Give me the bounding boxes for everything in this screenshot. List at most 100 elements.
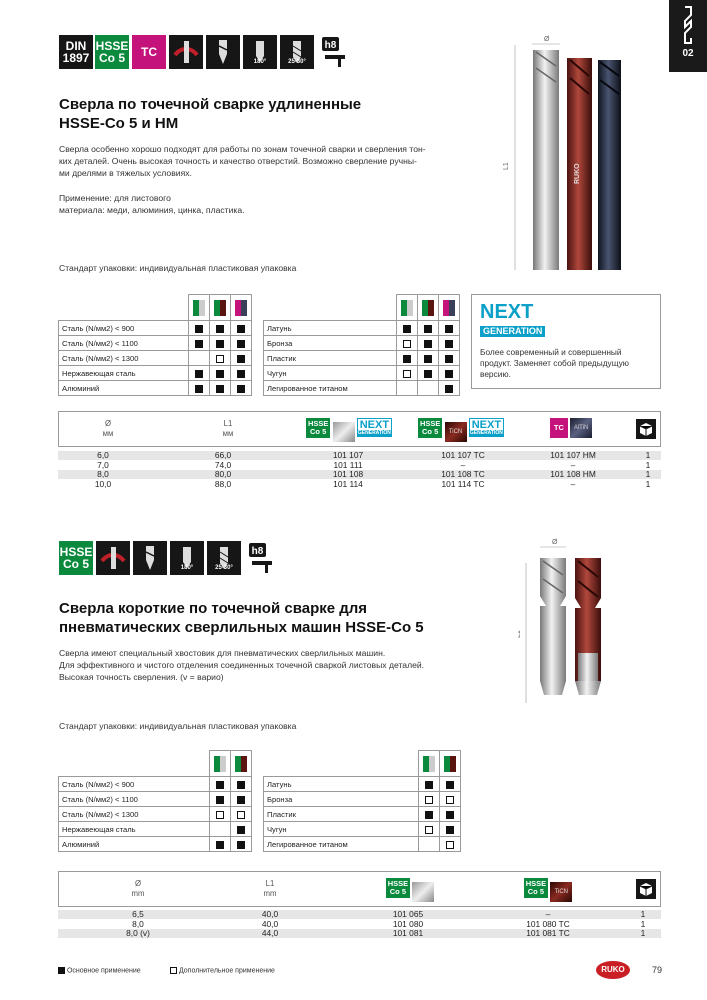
table-cell: 101 065 xyxy=(392,909,424,919)
material-row: Пластик xyxy=(263,350,460,366)
table-cell: 1 xyxy=(645,478,651,489)
helix-angle-icon: 25-30° xyxy=(207,541,241,575)
main-use-square xyxy=(445,384,453,393)
main-use-square xyxy=(216,840,224,849)
title-line: HSSE-Co 5 и HM xyxy=(59,115,179,132)
table-cell: 101 107 HM xyxy=(550,450,596,460)
svg-text:Ø: Ø xyxy=(552,539,558,546)
svg-text:Ø: Ø xyxy=(544,36,550,43)
split-point-icon xyxy=(133,541,167,575)
material-row: Алюминий xyxy=(58,836,252,852)
table-cell: – xyxy=(545,909,551,919)
package-icon xyxy=(636,879,656,899)
table-cell: 80,0 xyxy=(214,469,232,479)
title-line: Сверла короткие по точечной сварке для xyxy=(59,600,368,617)
main-use-square xyxy=(195,339,203,348)
main-use-square xyxy=(237,384,245,393)
section2-description: Сверла имеют специальный хвостовик для п… xyxy=(59,648,425,682)
rotation-drill-icon xyxy=(96,541,130,575)
extra-use-square xyxy=(425,795,433,804)
main-use-square xyxy=(237,780,245,789)
material-row: Чугун xyxy=(263,365,460,381)
main-use-square xyxy=(425,780,433,789)
main-use-square xyxy=(445,369,453,378)
material-name: Сталь (N/мм2) < 1300 xyxy=(58,806,210,822)
chapter-tab: 02 xyxy=(669,0,707,72)
table-cell: 1 xyxy=(645,459,651,470)
main-use-square xyxy=(195,324,203,333)
main-use-square xyxy=(216,339,224,348)
main-use-square xyxy=(216,324,224,333)
tolerance-h8-icon: h8 xyxy=(244,541,278,575)
material-row: Алюминий xyxy=(58,380,252,396)
main-use-square xyxy=(446,810,454,819)
helix-angle-icon: 25-30° xyxy=(280,35,314,69)
main-use-square xyxy=(216,384,224,393)
main-use-square xyxy=(216,795,224,804)
page-number: 79 xyxy=(652,965,663,975)
chapter-number: 02 xyxy=(682,48,694,59)
table-cell: 101 080 xyxy=(392,918,424,929)
table-cell: – xyxy=(570,459,576,470)
main-use-square xyxy=(445,339,453,348)
main-use-square xyxy=(446,780,454,789)
tc-badge: TC xyxy=(132,35,166,69)
table-cell: 101 114 TC xyxy=(441,478,485,489)
extra-use-square xyxy=(237,810,245,819)
svg-text:h8: h8 xyxy=(252,546,264,557)
table-cell: 101 108 TC xyxy=(441,469,485,479)
section2-packaging: Стандарт упаковки: индивидуальная пласти… xyxy=(59,721,297,731)
main-use-square xyxy=(216,369,224,378)
extra-use-square xyxy=(446,840,454,849)
title-line: Сверла по точечной сварке удлиненные xyxy=(59,96,362,113)
angle-180-icon: 180° xyxy=(243,35,277,69)
material-row: Бронза xyxy=(263,791,461,807)
generation-label: GENERATION xyxy=(480,326,546,337)
section1-description: Сверла особенно хорошо подходят для рабо… xyxy=(59,144,426,178)
material-name: Нержавеющая сталь xyxy=(58,821,210,837)
table-cell: 1 xyxy=(645,469,651,479)
section1-packaging: Стандарт упаковки: индивидуальная пласти… xyxy=(59,263,297,273)
table-cell: 101 081 TC xyxy=(526,928,570,938)
main-use-square xyxy=(445,354,453,363)
table-cell: 6,0 xyxy=(97,450,109,460)
split-point-icon xyxy=(206,35,240,69)
extra-use-square xyxy=(446,795,454,804)
material-name: Пластик xyxy=(263,350,397,366)
material-row: Сталь (N/мм2) < 1100 xyxy=(58,791,252,807)
drill-icon xyxy=(684,6,692,44)
material-row: Чугун xyxy=(263,821,461,837)
next-generation-box: NEXT GENERATION Более современный и сове… xyxy=(471,294,661,389)
main-use-square xyxy=(237,795,245,804)
ruko-logo: RUKO xyxy=(596,961,630,979)
table-cell: 101 114 xyxy=(333,478,363,489)
material-row: Нержавеющая сталь xyxy=(58,821,252,837)
main-use-square xyxy=(424,354,432,363)
material-row: Сталь (N/мм2) < 1300 xyxy=(58,350,252,366)
material-name: Сталь (N/мм2) < 1100 xyxy=(58,335,189,351)
table-cell: 88,0 xyxy=(214,478,232,489)
extra-use-square xyxy=(216,354,224,363)
rotation-drill-icon xyxy=(169,35,203,69)
svg-text:h8: h8 xyxy=(325,40,337,51)
table-cell: 6,5 xyxy=(132,909,144,919)
